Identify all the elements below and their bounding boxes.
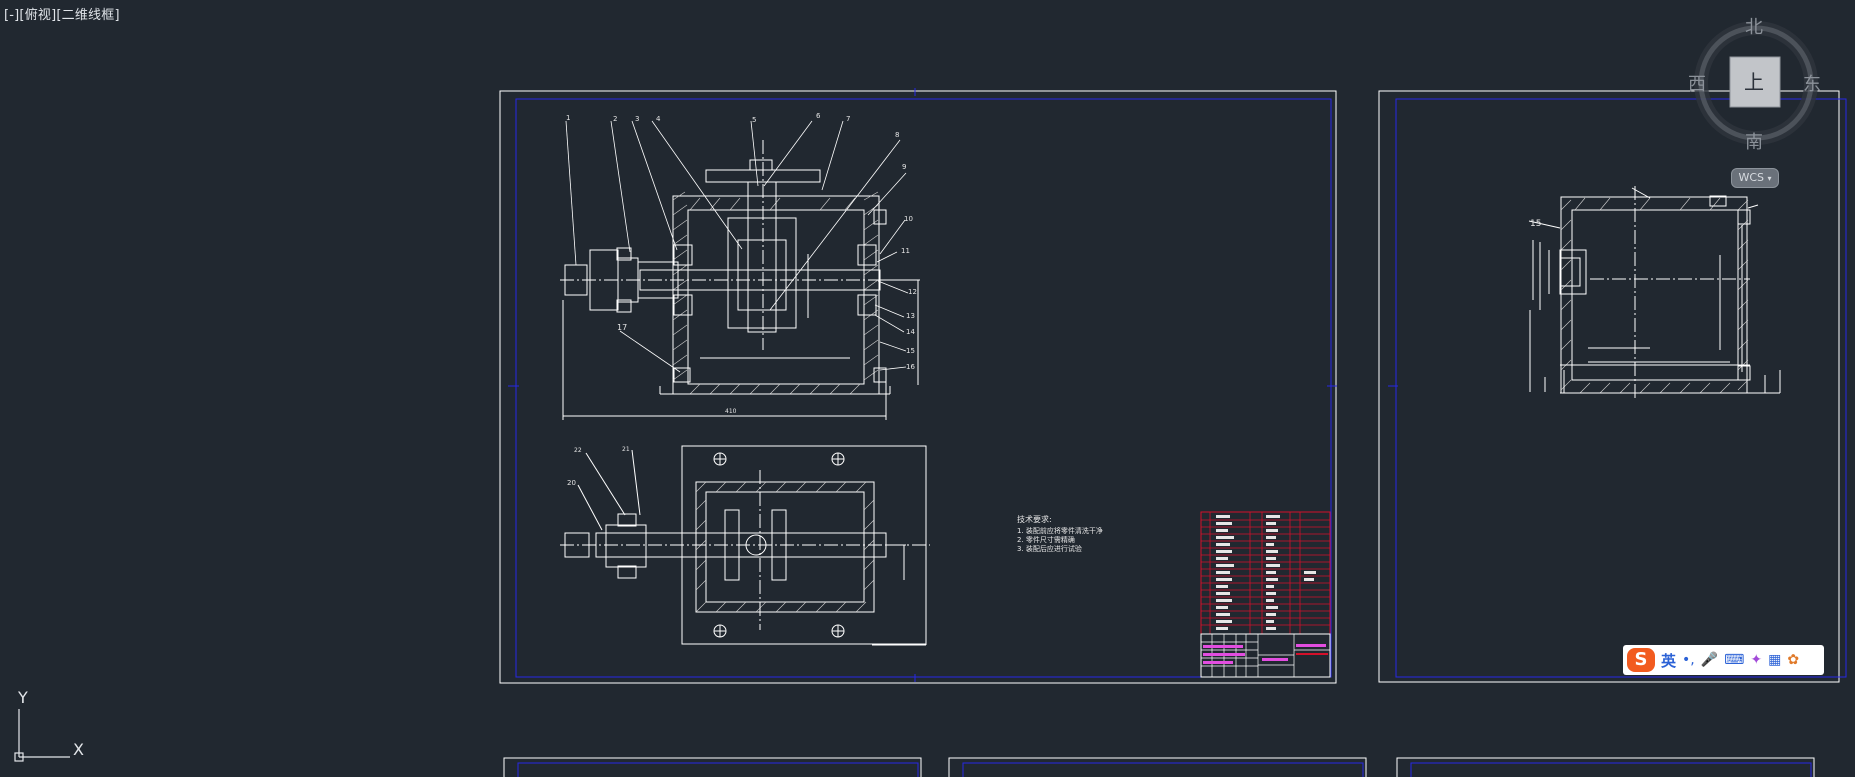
front-view-assembly xyxy=(560,140,920,420)
housing-section-view xyxy=(1528,186,1781,400)
svg-text:10: 10 xyxy=(904,215,913,223)
drawing-sheet-2 xyxy=(1378,90,1847,683)
viewcube-east[interactable]: 东 xyxy=(1803,74,1821,95)
svg-text:1: 1 xyxy=(566,114,570,122)
settings-icon[interactable]: ✿ xyxy=(1787,652,1800,668)
plan-view-assembly xyxy=(560,445,930,646)
skin-icon[interactable]: ✦ xyxy=(1750,652,1763,668)
keyboard-icon[interactable]: ⌨ xyxy=(1724,652,1745,668)
svg-text:1. 装配前应将零件清洗干净: 1. 装配前应将零件清洗干净 xyxy=(1017,526,1103,535)
svg-text:3. 装配后应进行试验: 3. 装配后应进行试验 xyxy=(1017,544,1082,553)
svg-text:15: 15 xyxy=(906,347,915,355)
svg-text:12: 12 xyxy=(908,288,917,296)
svg-text:17: 17 xyxy=(617,323,627,332)
viewcube-west[interactable]: 西 xyxy=(1688,74,1706,95)
svg-text:14: 14 xyxy=(906,328,915,336)
ucs-icon xyxy=(14,709,70,762)
sogou-logo-icon[interactable]: S xyxy=(1627,648,1655,672)
plan-balloons: 22 21 20 xyxy=(567,446,630,487)
viewcube-top-label[interactable]: 上 xyxy=(1744,70,1764,94)
svg-text:13: 13 xyxy=(906,312,915,320)
chevron-down-icon: ▾ xyxy=(1767,174,1772,183)
viewcube-north[interactable]: 北 xyxy=(1745,17,1763,38)
ucs-x-label: X xyxy=(73,740,84,759)
toolbox-grid-icon[interactable]: ▦ xyxy=(1768,652,1782,668)
ime-toolbar[interactable]: S 英 •, 🎤 ⌨ ✦ ▦ ✿ xyxy=(1623,645,1824,675)
drawing-sheet-1 xyxy=(499,88,1337,684)
title-block xyxy=(1200,511,1331,678)
svg-text:2. 零件尺寸需精确: 2. 零件尺寸需精确 xyxy=(1017,535,1075,544)
svg-text:技术要求:: 技术要求: xyxy=(1017,514,1052,524)
svg-text:16: 16 xyxy=(906,363,915,371)
svg-text:11: 11 xyxy=(901,247,910,255)
ime-punctuation-toggle[interactable]: •, xyxy=(1682,652,1695,668)
svg-text:22: 22 xyxy=(574,447,582,454)
svg-text:5: 5 xyxy=(752,116,756,124)
viewcube-top-face[interactable] xyxy=(1729,56,1781,108)
svg-text:4: 4 xyxy=(656,115,661,123)
viewcube-south[interactable]: 南 xyxy=(1745,132,1763,153)
viewport-controls-label[interactable]: [-][俯视][二维线框] xyxy=(4,8,120,23)
svg-text:6: 6 xyxy=(816,112,821,120)
svg-text:20: 20 xyxy=(567,479,576,487)
svg-text:21: 21 xyxy=(622,446,630,453)
svg-text:3: 3 xyxy=(635,115,639,123)
svg-text:2: 2 xyxy=(613,115,617,123)
wcs-label: WCS xyxy=(1738,171,1765,184)
svg-text:8: 8 xyxy=(895,131,899,139)
ucs-y-label: Y xyxy=(18,688,28,707)
ime-language-toggle[interactable]: 英 xyxy=(1661,651,1677,670)
dim-overall-width: 410 xyxy=(725,408,737,415)
svg-text:9: 9 xyxy=(902,163,906,171)
leader-lines xyxy=(565,120,909,373)
section-label: 15 xyxy=(1530,219,1541,229)
wcs-menu-button[interactable]: WCS ▾ xyxy=(1731,168,1779,188)
technical-requirements: 技术要求: 1. 装配前应将零件清洗干净 2. 零件尺寸需精确 3. 装配后应进… xyxy=(1017,514,1103,553)
svg-text:7: 7 xyxy=(846,115,850,123)
drawing-sheets-bottom-row xyxy=(503,757,1815,777)
balloon-labels: 1 2 3 4 5 6 7 8 9 10 11 12 13 14 15 16 1… xyxy=(566,112,917,415)
viewcube[interactable]: 上 北 南 东 西 xyxy=(1688,17,1821,153)
microphone-icon[interactable]: 🎤 xyxy=(1700,652,1719,668)
